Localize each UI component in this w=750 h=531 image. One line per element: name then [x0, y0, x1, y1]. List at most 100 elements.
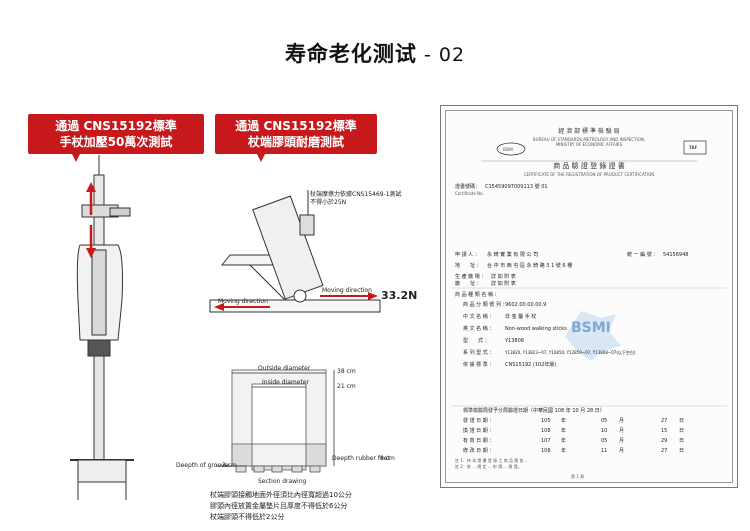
inside-diameter-label: Inside diameter [262, 379, 309, 386]
test-note-1: 杖端膠頭接觸地面外徑須比內徑寬超過10公分 [210, 491, 352, 499]
cert-footer-stamp: 第 1 頁 [571, 474, 585, 479]
cert-date-day: 27 [661, 448, 668, 454]
cert-applicant-label: 申 請 人 ： [455, 252, 480, 258]
section-drawing [216, 369, 335, 473]
cert-date-month-unit: 月 [619, 428, 625, 434]
cert-date-year: 108 [541, 448, 551, 454]
rubber-tip-wear-test-badge: 通過 CNS15192標準 杖端膠頭耐磨測試 [215, 114, 377, 154]
moving-direction-arrows [214, 292, 378, 311]
cert-en-name-value: Non-wood walking sticks [505, 326, 567, 332]
cert-standard-value: CNS15192 (102年版) [505, 362, 557, 368]
outside-diameter-label: Outside diameter [258, 365, 311, 372]
cert-factory-addr-label: 廠 址 ： [455, 281, 482, 287]
cert-factory-label: 生 產 廠 場 ： [455, 274, 487, 280]
depth-of-groove-label: Deepth of groove [176, 462, 229, 469]
cert-factory-value: 詳 如 附 表 [491, 274, 516, 280]
taf-logo-icon [683, 140, 707, 155]
cert-watermark-text: BSMI [571, 320, 611, 336]
cert-doc-title-en: CERTIFICATE OF THE REGISTRATION OF PRODU… [523, 172, 655, 177]
cert-agency-en: BUREAU OF STANDARDS,METROLOGY AND INSPEC… [532, 137, 646, 142]
cert-date-year-unit: 年 [561, 418, 567, 424]
page-title: 寿命老化测试 - 02 [0, 38, 750, 68]
bsmi-logo-icon [496, 142, 526, 156]
cert-date-day: 29 [661, 438, 668, 444]
badge-left-line1: 通過 CNS15192標準 [55, 119, 177, 133]
test-note-2: 膠頭內徑放置金屬墊片且厚度不得低於6公分 [210, 502, 348, 510]
moving-direction-right-label: Moving direction [322, 287, 372, 294]
cert-cn-name-label: 中 文 名 稱 ： [463, 314, 495, 320]
cert-note-2: 註 2：依 ... 規 定 ... 申 請 ... 換 證。 [455, 464, 522, 469]
cert-no-value: C15459097009113 號 01 [485, 184, 548, 190]
cert-en-name-label: 英 文 名 稱 ： [463, 326, 495, 332]
badge-left-line2: 手杖加壓50萬次測試 [59, 135, 173, 149]
cert-date-month-unit: 月 [619, 418, 625, 424]
cert-date-month-unit: 月 [619, 438, 625, 444]
cert-ministry-en: MINISTRY OF ECONOMIC AFFAIRS [555, 142, 623, 147]
cert-date-year-unit: 年 [561, 448, 567, 454]
cert-date-day: 15 [661, 428, 668, 434]
cert-id-value: 54156948 [663, 252, 689, 258]
cert-address-value: 台 中 市 西 屯 區 永 錡 路 3 1 號 6 樓 [487, 263, 573, 269]
cert-date-day-unit: 日 [679, 418, 685, 424]
cert-doc-title: 商 品 驗 證 登 錄 證 書 [553, 162, 625, 170]
certificate-graphics [451, 140, 727, 407]
test-note-3: 杖端膠頭不得低於2公分 [210, 513, 285, 521]
cert-type-value: Y13808 [505, 338, 524, 344]
cert-agency: 經 濟 部 標 準 檢 驗 局 [558, 128, 620, 135]
cert-cn-name-value: 非 金 屬 手 杖 [505, 314, 537, 320]
cert-date-year: 107 [541, 438, 551, 444]
cert-date-month: 11 [601, 448, 608, 454]
certificate-document: 經 濟 部 標 準 檢 驗 局 BUREAU OF STANDARDS,METR… [440, 105, 738, 488]
cert-date-month: 05 [601, 418, 608, 424]
cert-right-logo: TAF [689, 145, 698, 150]
cert-date-year: 105 [541, 418, 551, 424]
cert-type-label: 型 式 ： [463, 338, 490, 344]
cert-no-label: 證書號碼： [455, 184, 481, 190]
cert-note-1: 註 1：持 本 證 書 登 錄 之 商 品 應 依 ... [455, 458, 529, 463]
cert-date-month: 10 [601, 428, 608, 434]
friction-test-rig [209, 190, 381, 313]
cert-date-label: 修 改 日 期 ： [463, 448, 495, 454]
rubber-feet-value: 8 cm [380, 455, 395, 462]
cert-applicant-value: 永 錡 實 業 有 限 公 司 [487, 252, 539, 258]
cert-left-logo: BSMI [503, 147, 513, 152]
depth-of-groove-value: 3 cm [222, 462, 237, 469]
cert-standard-label: 依 據 標 準 ： [463, 362, 495, 368]
cert-date-year: 108 [541, 428, 551, 434]
cert-date-day-unit: 日 [679, 438, 685, 444]
badge-left-pointer [70, 150, 82, 162]
cert-series-label: 系 列 型 式 ： [463, 350, 495, 356]
rubber-feet-label: Deepth rubber feet [332, 455, 390, 462]
certificate-border [445, 110, 733, 483]
cert-product-section: 商 品 種 類 名 稱 ： [455, 292, 500, 298]
cert-date-label: 換 證 日 期 ： [463, 428, 495, 434]
force-note-line2: 不得小於25N [310, 199, 347, 206]
cane-force-arrows [86, 182, 96, 258]
cert-validity-title: 標準檢驗局發予分局驗證日期（中華民國 108 年 10 月 28 日） [463, 408, 605, 414]
friction-force-value: 33.2N [381, 289, 418, 302]
page-title-main: 寿命老化测试 [284, 42, 417, 66]
cert-ccc-value: 9602.00.00.00.9 [505, 302, 547, 308]
cert-date-label: 有 效 日 期 ： [463, 438, 495, 444]
cert-factory-addr-value: 詳 如 附 表 [491, 281, 516, 287]
cert-date-day-unit: 日 [679, 428, 685, 434]
cert-date-month: 05 [601, 438, 608, 444]
cane-test-rig [70, 155, 134, 500]
cert-date-year-unit: 年 [561, 428, 567, 434]
cert-date-day-unit: 日 [679, 448, 685, 454]
badge-right-line1: 通過 CNS15192標準 [235, 119, 357, 133]
cert-ccc-label: 商 品 分 類 號 列 ： [463, 302, 508, 308]
cert-date-month-unit: 月 [619, 448, 625, 454]
cert-series-value: Y13820, Y13823~07, Y10850, Y12859~07, Y1… [505, 350, 636, 355]
cert-address-label: 地 址 ： [455, 263, 482, 269]
force-note-line1: 杖端摩擦力依據CNS15469-1測試 [310, 191, 402, 198]
bsmi-watermark-icon [565, 311, 621, 361]
outside-diameter-value: 38 cm [337, 368, 356, 375]
inside-diameter-value: 21 cm [337, 383, 356, 390]
cert-date-label: 發 證 日 期 ： [463, 418, 495, 424]
cert-no-en: Certificate No. [455, 191, 484, 196]
section-drawing-label: Section drawing [258, 478, 307, 485]
cert-date-day: 27 [661, 418, 668, 424]
cert-date-year-unit: 年 [561, 438, 567, 444]
